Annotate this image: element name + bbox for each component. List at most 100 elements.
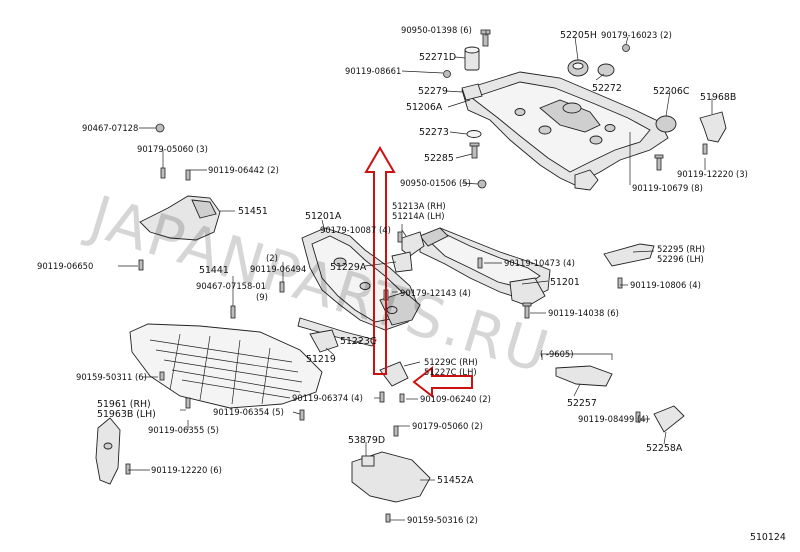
range-note: ( -9605) [540, 349, 574, 359]
callout-90119-06354: 90119-06354 (5) [213, 407, 284, 417]
callout-90119-06442: 90119-06442 (2) [208, 165, 279, 175]
callout-51441: 51441 [199, 265, 229, 276]
callout-51963b: 51963B (LH) [97, 409, 156, 420]
nut-90950-01506 [477, 179, 487, 189]
washer-52273 [466, 130, 482, 138]
callout-90119-10473: 90119-10473 (4) [504, 258, 575, 268]
bolt-90159-50316 [385, 513, 391, 523]
callout-90119-12220-3: 90119-12220 (3) [677, 169, 748, 179]
callout-51229c: 51229C (RH) [424, 357, 478, 367]
bracket-51961 [95, 417, 121, 485]
callout-90119-10806: 90119-10806 (4) [630, 280, 701, 290]
callout-90119-06374: 90119-06374 (4) [292, 393, 363, 403]
callout-51213a: 51213A (RH) [392, 201, 446, 211]
diagram-code: 510124 [750, 532, 786, 543]
callout-51219: 51219 [306, 354, 336, 365]
brace-51213a [401, 231, 425, 257]
bolt-90119-12220-3 [702, 143, 708, 155]
callout-52206c: 52206C [653, 86, 690, 97]
plate-53879d [361, 455, 375, 467]
bolt-90119-10679 [654, 154, 664, 171]
red-arrow-left [412, 365, 473, 399]
bolt-90119-06650 [138, 259, 144, 271]
callout-90119-06494: 90119-06494 [250, 264, 306, 274]
range-bracket [541, 353, 613, 360]
front-crossmember-51201 [419, 227, 551, 307]
callout-labels: 90950-01398 (6) 52205H 90179-16023 (2) 5… [37, 25, 786, 543]
callout-52272: 52272 [592, 83, 622, 94]
bushing-52271d [464, 46, 480, 71]
callout-52285: 52285 [424, 153, 454, 164]
callout-90950-01398: 90950-01398 (6) [401, 25, 472, 35]
callout-90179-05060-2: 90179-05060 (2) [412, 421, 483, 431]
leader-lines [118, 30, 713, 521]
bolt-90179-05060-2 [393, 425, 399, 437]
red-arrow-up [364, 146, 396, 375]
callout-52257: 52257 [567, 398, 597, 409]
bolt-90119-06355 [185, 397, 191, 409]
bracket-51968b [699, 111, 727, 143]
callout-90119-08661: 90119-08661 [345, 66, 401, 76]
bolt-90119-14038 [522, 302, 532, 319]
callout-51968b: 51968B [700, 92, 736, 103]
bolt-90119-10806 [617, 277, 623, 289]
clip-90467-07128 [155, 123, 165, 133]
bolt-90159-50311 [159, 371, 165, 381]
bolt-90119-12220-6 [125, 463, 131, 475]
bushing-52206c [655, 115, 677, 133]
brace-52257 [555, 365, 613, 387]
stopper-52279 [461, 83, 483, 101]
callout-90179-10087: 90179-10087 (4) [320, 225, 391, 235]
callout-51961: 51961 (RH) [97, 399, 151, 410]
callout-51227c: 51227C (LH) [424, 367, 477, 377]
callout-90119-06494-qty: (2) [266, 253, 278, 263]
bushing-52205h [567, 59, 589, 77]
callout-52273: 52273 [419, 127, 449, 138]
callout-51201: 51201 [550, 277, 580, 288]
callout-51229a: 51229A [330, 262, 367, 273]
callout-90119-10679: 90119-10679 (8) [632, 183, 703, 193]
bolt-90119-06354 [299, 409, 305, 421]
callout-51223c: 51223C [340, 336, 377, 347]
bolt-90950-01398 [480, 29, 491, 47]
brace-52258a [653, 405, 685, 433]
plate-51229a [391, 251, 413, 273]
callout-52295: 52295 (RH) [657, 244, 705, 254]
callout-52258a: 52258A [646, 443, 683, 454]
callout-52296: 52296 (LH) [657, 254, 704, 264]
bolt-90119-10473 [477, 257, 483, 269]
callout-51452a: 51452A [437, 475, 474, 486]
callout-52205h: 52205H [560, 30, 597, 41]
callout-90119-06355: 90119-06355 (5) [148, 425, 219, 435]
bolt-90109-06240 [399, 393, 405, 403]
bolt-90179-16023 [622, 44, 630, 52]
brace-52295 [603, 243, 655, 267]
bolt-90119-06374 [379, 391, 385, 403]
splash-shield-51451 [139, 195, 221, 241]
bolt-90119-06494 [279, 281, 285, 293]
callout-90119-08499: 90119-08499 (4) [578, 414, 649, 424]
subframe-51201a [301, 227, 421, 331]
callout-90159-50311: 90159-50311 (6) [76, 372, 147, 382]
callout-51451: 51451 [238, 206, 268, 217]
callout-90467-07158: 90467-07158-01 [196, 281, 266, 291]
callout-52279: 52279 [418, 86, 448, 97]
callout-90119-14038: 90119-14038 (6) [548, 308, 619, 318]
callout-90119-06650: 90119-06650 [37, 261, 93, 271]
bolt-90119-06442 [185, 169, 191, 181]
nut-90119-08661 [443, 70, 451, 78]
callout-90159-50316: 90159-50316 (2) [407, 515, 478, 525]
rear-suspension-member [461, 71, 669, 191]
engine-under-cover-51441 [129, 323, 323, 409]
callout-90179-12143: 90179-12143 (4) [400, 288, 471, 298]
bushing-52272 [597, 63, 615, 77]
callout-53879d: 53879D [348, 435, 385, 446]
callout-90179-05060-3: 90179-05060 (3) [137, 144, 208, 154]
callout-51201a: 51201A [305, 211, 342, 222]
bracket-51219 [309, 329, 339, 353]
bolt-90119-08499 [635, 411, 641, 423]
bolt-90467-07158 [230, 305, 236, 319]
callout-90950-01506: 90950-01506 (5) [400, 178, 471, 188]
